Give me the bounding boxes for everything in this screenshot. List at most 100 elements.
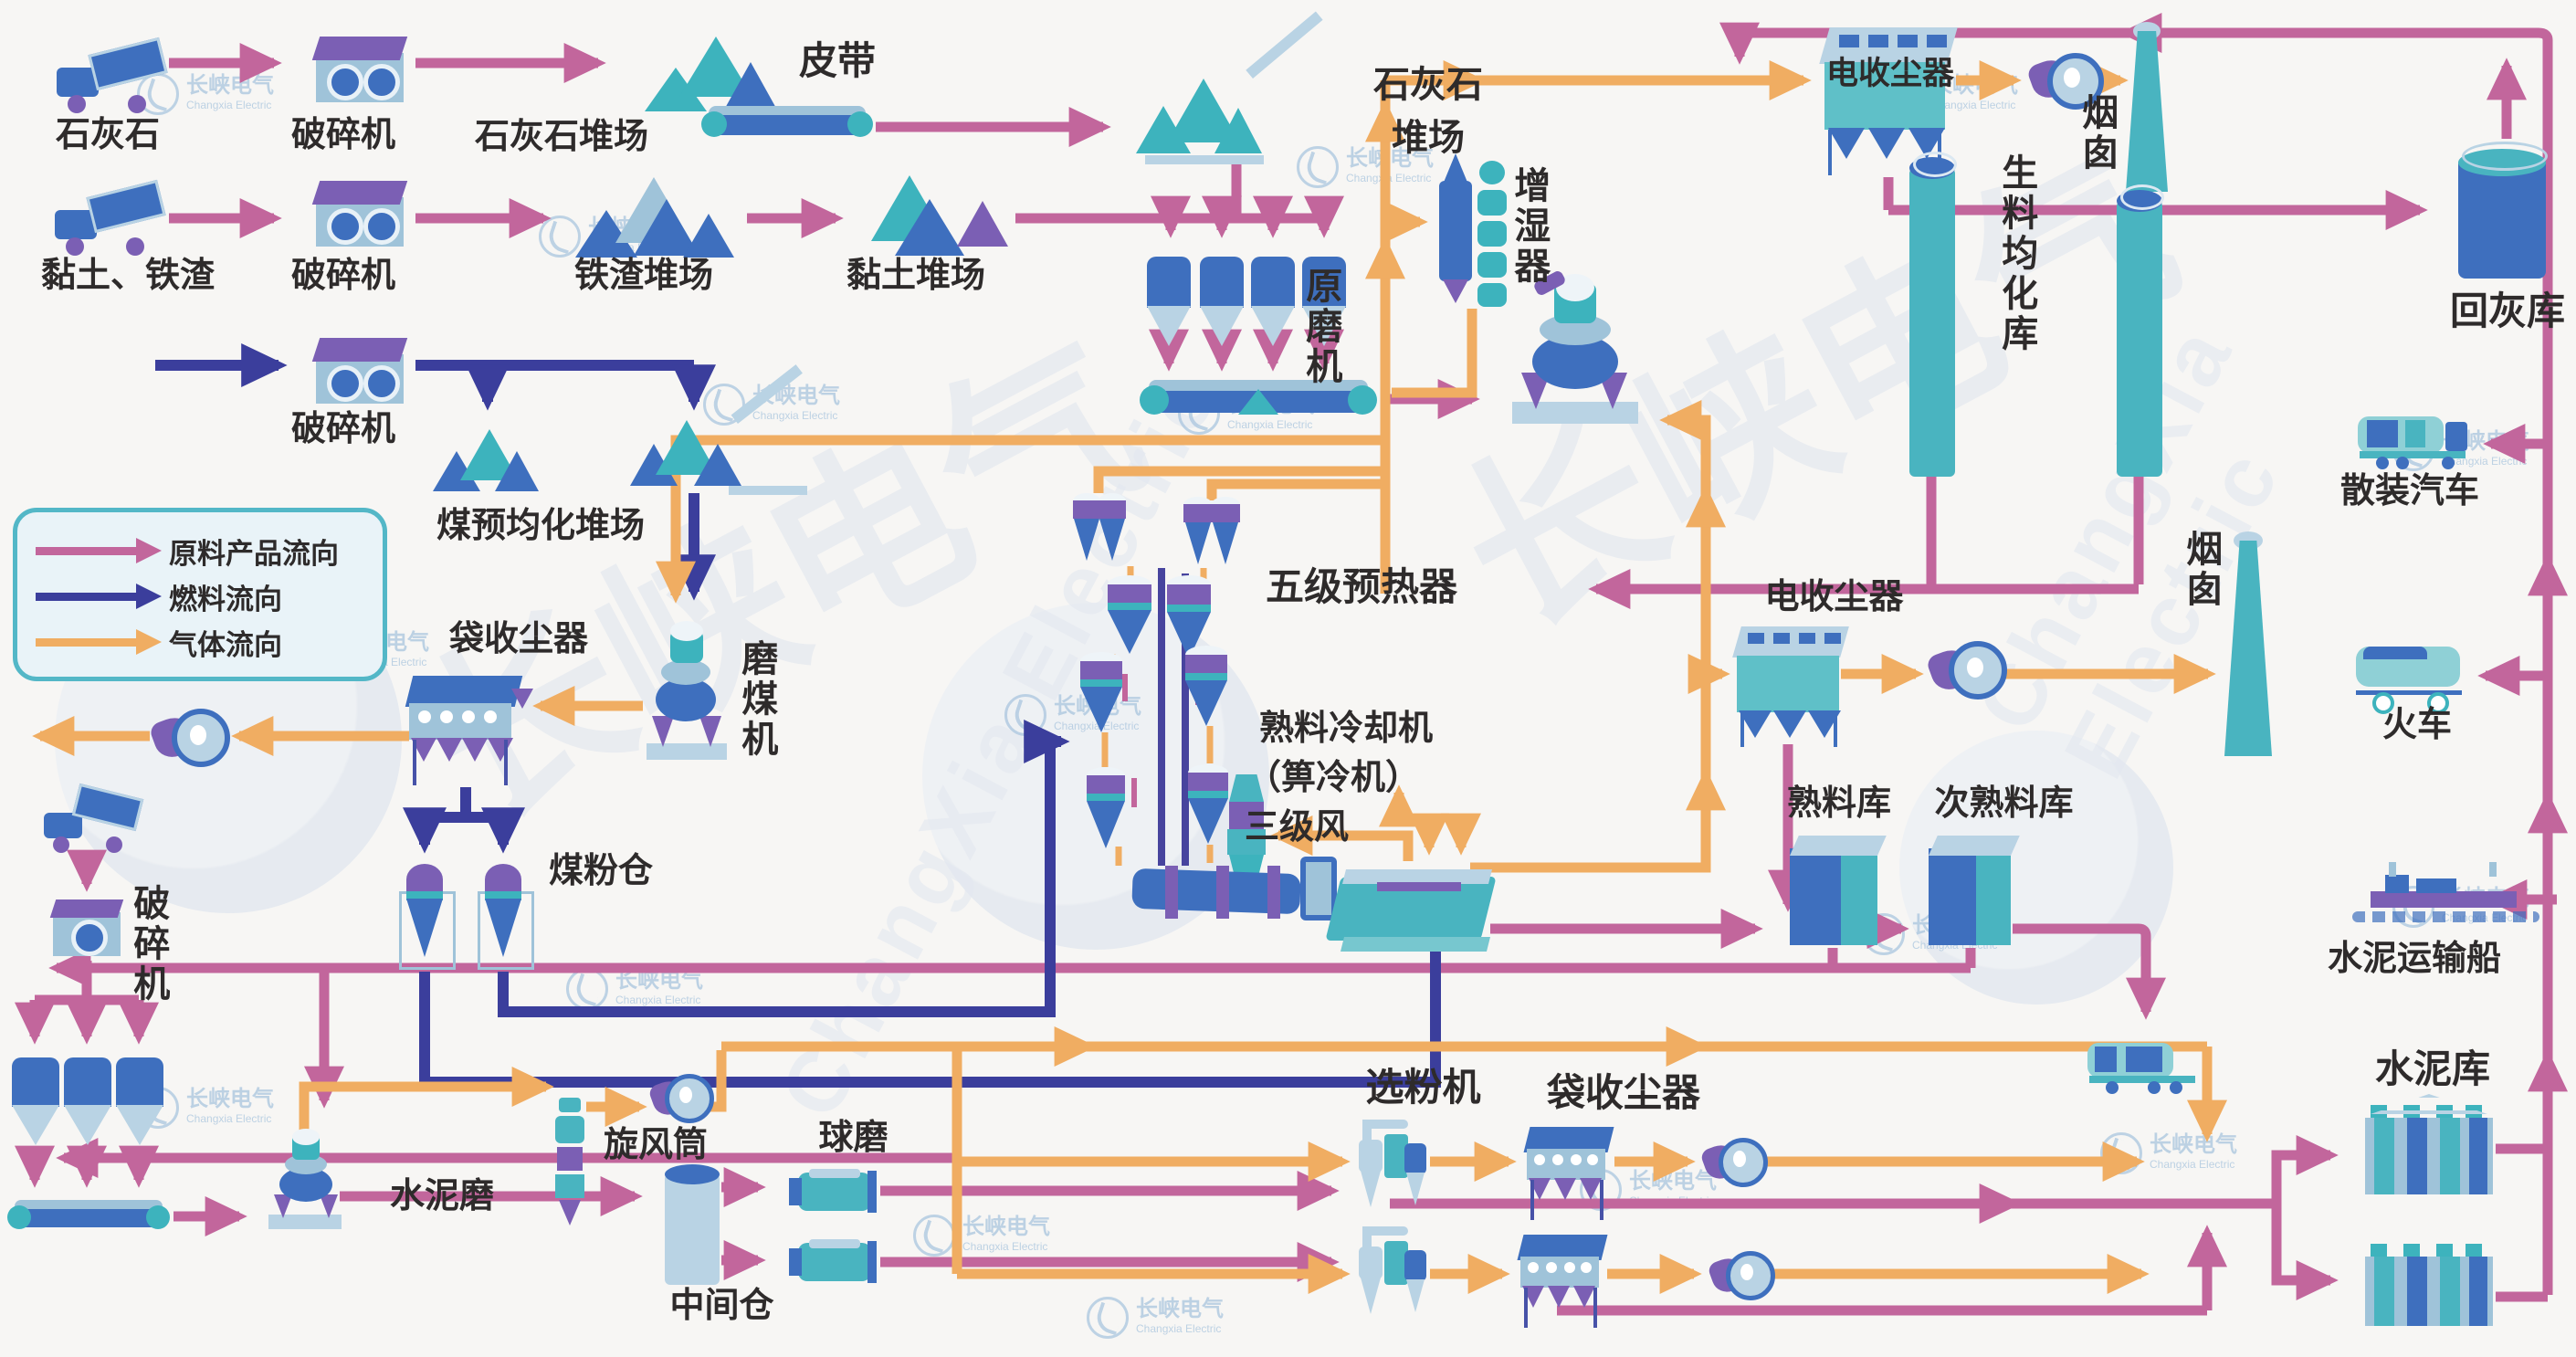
belt-conveyor-icon	[7, 1198, 170, 1235]
bulk-truck-icon	[2358, 413, 2473, 469]
label-cement-silo: 水泥库	[2374, 1047, 2490, 1090]
label-mid-bin: 中间仓	[669, 1287, 774, 1325]
preheater-cyclone-icon	[1080, 652, 1124, 732]
cement-mill-icon	[267, 1129, 345, 1233]
chimney-icon	[2126, 22, 2168, 192]
label-train: 火车	[2381, 706, 2452, 744]
preheater-cyclone-icon	[1185, 646, 1229, 726]
label-preheater: 五级预热器	[1265, 565, 1457, 608]
legend: 原料产品流向 燃料流向 气体流向	[13, 508, 387, 681]
label-cement-mill: 水泥磨	[389, 1177, 494, 1215]
label-cooler-line1: 熟料冷却机	[1258, 710, 1433, 748]
fan-icon	[1706, 1249, 1775, 1300]
grate-cooler-icon	[1325, 858, 1497, 953]
label-bag-filter-bottom: 袋收尘器	[1546, 1071, 1700, 1114]
stockpile-with-chute-icon	[1136, 11, 1337, 166]
bag-filter-icon	[1523, 1127, 1614, 1224]
label-coal-silo: 煤粉仓	[548, 852, 653, 890]
ship-icon	[2352, 862, 2544, 928]
esp-icon	[1819, 27, 1958, 175]
label-ship: 水泥运输船	[2327, 940, 2501, 978]
dump-truck-icon	[57, 37, 168, 113]
label-humidifier: 增湿器	[1509, 166, 1550, 287]
feed-silo-icon	[116, 1057, 163, 1146]
stockpile-icon	[636, 31, 778, 111]
crusher-icon	[309, 338, 411, 404]
dump-truck-icon	[44, 783, 144, 853]
label-coal-yard: 煤预均化堆场	[436, 507, 645, 545]
belt-conveyor-icon	[701, 102, 873, 144]
dump-truck-icon	[55, 179, 166, 256]
mid-bin-icon	[665, 1164, 721, 1285]
preheater-cyclone-icon	[1188, 764, 1230, 845]
cyclone-tube-icon	[555, 1098, 584, 1226]
raw-meal-silo-icon	[1909, 152, 1957, 477]
bulk-truck-icon	[2087, 1039, 2203, 1094]
label-chimney-mid: 烟囱	[2181, 530, 2222, 610]
label-esp-top: 电收尘器	[1826, 56, 1955, 91]
fan-icon	[647, 1072, 714, 1127]
label-slag-yard: 铁渣堆场	[573, 257, 713, 295]
sec-clinker-silo-icon	[1929, 836, 2020, 947]
fan-icon	[1698, 1136, 1768, 1189]
humidifier-icon	[1437, 153, 1509, 309]
label-clinker-silo: 熟料库	[1786, 784, 1891, 823]
clinker-silo-icon	[1790, 836, 1887, 947]
crusher-icon	[309, 37, 411, 102]
ball-mill-icon	[789, 1169, 880, 1215]
calciner-icon	[1227, 774, 1266, 882]
label-bag-filter-coal: 袋收尘器	[448, 620, 588, 658]
bag-filter-icon	[405, 676, 533, 787]
label-limestone: 石灰石	[55, 116, 160, 154]
label-ball-mill: 球磨	[818, 1119, 888, 1157]
raw-meal-silo-icon	[2117, 184, 2164, 477]
label-raw-meal-silo: 生料均化库	[1996, 153, 2037, 354]
legend-gas-label: 气体流向	[169, 628, 282, 661]
legend-fuel-label: 燃料流向	[169, 583, 282, 615]
label-ash-silo: 回灰库	[2449, 289, 2565, 332]
stockpile-icon	[433, 427, 544, 495]
ball-mill-icon	[789, 1239, 880, 1285]
feed-silo-icon	[1147, 257, 1191, 350]
separator-icon	[1359, 1226, 1430, 1327]
label-belt: 皮带	[798, 39, 876, 82]
label-chimney-top: 烟囱	[2077, 93, 2118, 174]
raw-mill-icon	[1503, 268, 1647, 429]
label-crusher-1: 破碎机	[290, 116, 395, 154]
preheater-cyclone-icon	[1167, 575, 1213, 659]
feed-silo-icon	[1251, 257, 1295, 350]
label-crusher-4: 破碎机	[128, 884, 169, 1005]
feed-silo-icon	[64, 1057, 111, 1146]
label-clay-yard: 黏土堆场	[846, 257, 985, 295]
label-bulk-truck: 散装汽车	[2339, 472, 2479, 510]
kiln-hood-icon	[1300, 857, 1339, 924]
label-cyclone: 旋风筒	[603, 1126, 708, 1164]
esp-icon	[1732, 626, 1849, 747]
coal-hopper-icon	[478, 864, 534, 972]
label-clay-slag: 黏土、铁渣	[40, 257, 215, 295]
fan-icon	[148, 709, 230, 767]
label-separator: 选粉机	[1365, 1066, 1481, 1109]
stockpile-with-chute-icon	[630, 364, 813, 497]
preheater-cyclone-icon	[1108, 575, 1153, 654]
label-crusher-2: 破碎机	[290, 257, 395, 295]
chimney-icon	[2224, 531, 2272, 756]
crusher-icon	[47, 899, 126, 958]
cement-silo-group-icon	[2361, 1094, 2497, 1198]
crusher-icon	[309, 181, 411, 247]
rotary-kiln-icon	[1131, 866, 1306, 920]
legend-material-label: 原料产品流向	[169, 537, 339, 570]
coal-mill-icon	[645, 621, 729, 767]
label-limestone-yard: 石灰石堆场	[474, 118, 648, 156]
fan-icon	[1925, 639, 2007, 700]
preheater-cyclone-icon	[1073, 493, 1126, 566]
label-cooler-line3: 三级风	[1244, 808, 1349, 847]
train-icon	[2356, 647, 2466, 714]
cement-silo-group-icon	[2361, 1235, 2497, 1330]
label-raw-mill: 原磨机	[1300, 267, 1341, 387]
bag-filter-icon	[1517, 1235, 1608, 1331]
label-cooler-line2: （箅冷机）	[1246, 759, 1420, 797]
